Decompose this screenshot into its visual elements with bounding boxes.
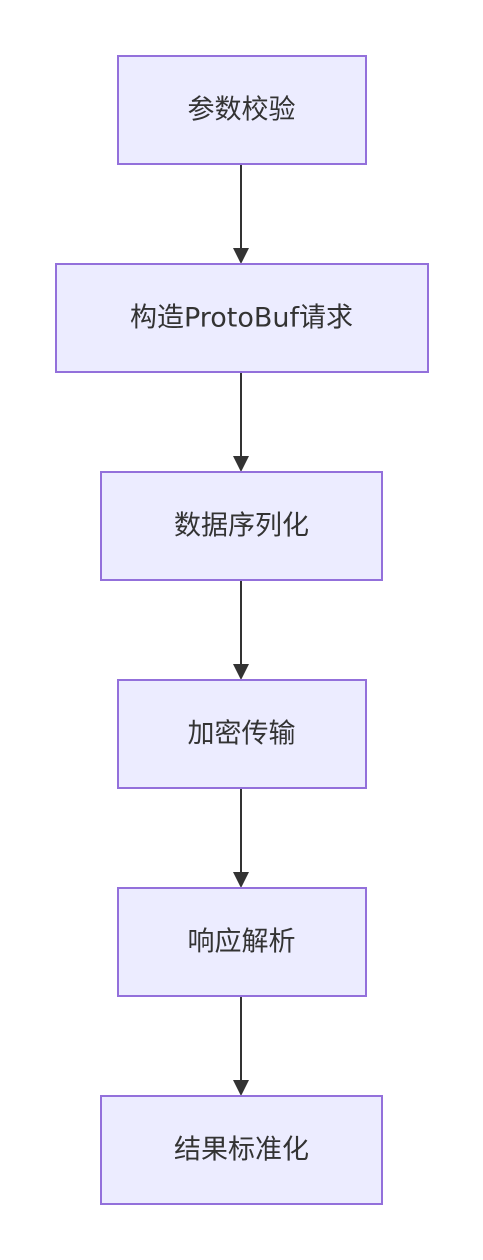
node-step6: 结果标准化 — [100, 1095, 383, 1205]
node-step5: 响应解析 — [117, 887, 367, 997]
node-step3: 数据序列化 — [100, 471, 383, 581]
edge-step4-to-step5 — [233, 788, 249, 888]
node-label: 结果标准化 — [174, 1135, 309, 1166]
edge-step3-to-step4 — [233, 580, 249, 680]
edge-step5-to-step6 — [233, 996, 249, 1096]
node-step4: 加密传输 — [117, 679, 367, 789]
node-step1: 参数校验 — [117, 55, 367, 165]
node-label: 加密传输 — [188, 719, 296, 750]
node-label: 响应解析 — [188, 927, 296, 958]
node-label: 数据序列化 — [174, 511, 309, 542]
edge-step2-to-step3 — [233, 372, 249, 472]
node-label: 参数校验 — [188, 95, 296, 126]
edge-step1-to-step2 — [233, 164, 249, 264]
node-step2: 构造ProtoBuf请求 — [55, 263, 429, 373]
node-label: 构造ProtoBuf请求 — [130, 303, 353, 334]
